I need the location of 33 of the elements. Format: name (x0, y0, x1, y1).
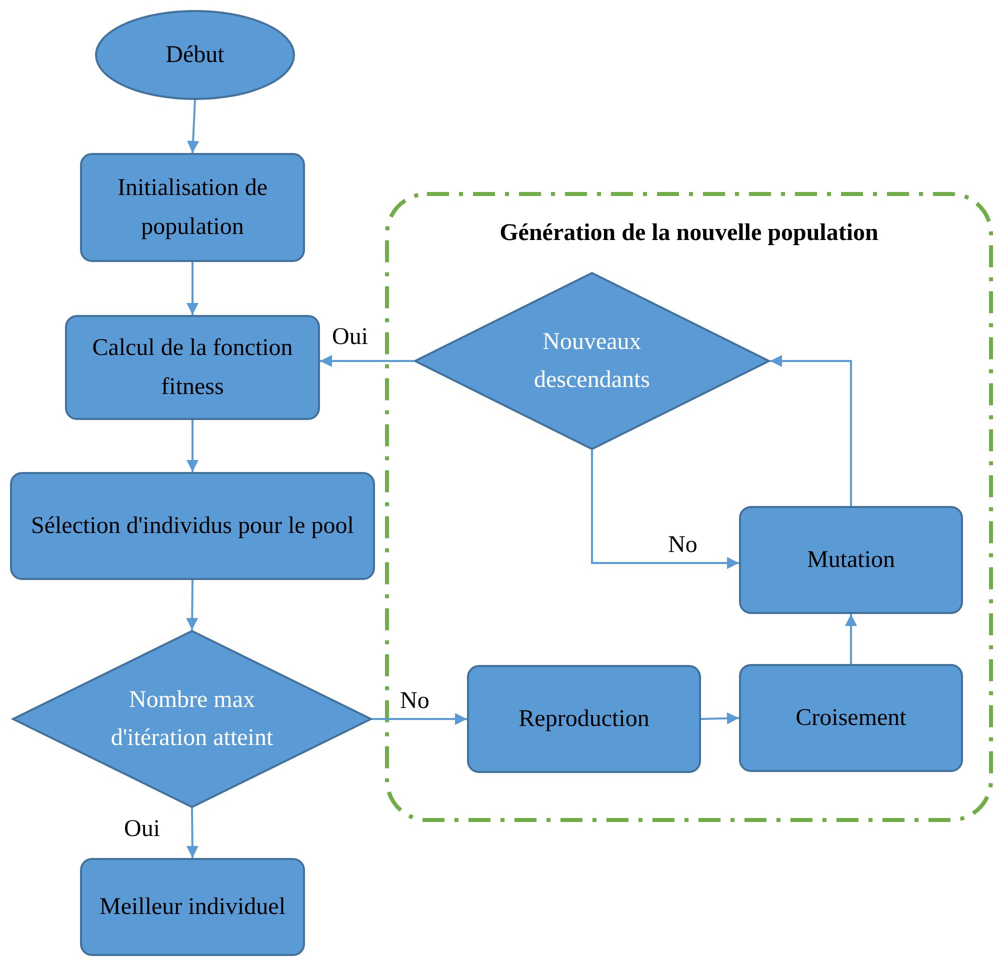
group-title: Génération de la nouvelle population (500, 219, 878, 248)
process-box (467, 665, 701, 773)
node-text: Nombre max d'itération atteint (110, 686, 274, 753)
arrow (372, 713, 467, 725)
decision-diamond (414, 272, 770, 450)
node-text: Calcul de la fonction fitness (91, 334, 294, 402)
decision-diamond (12, 630, 372, 808)
process-box (65, 315, 320, 420)
arrow (186, 420, 198, 472)
process-box (739, 506, 963, 614)
arrow (770, 355, 852, 506)
arrow (320, 355, 414, 367)
arrow (186, 808, 198, 858)
node-text: Sélection d'individus pour le pool (31, 512, 354, 541)
process-box (80, 858, 305, 956)
arrow (186, 262, 198, 315)
start-ellipse (95, 10, 295, 100)
arrow (845, 614, 857, 664)
node-text: Nouveaux descendants (533, 328, 651, 395)
group-frame (385, 192, 993, 822)
process-box (739, 664, 963, 772)
node-text: Reproduction (518, 704, 650, 734)
node-text: Mutation (807, 546, 895, 575)
arrow (186, 580, 198, 630)
node-text: Croisement (796, 704, 906, 733)
arrow (591, 450, 739, 569)
node-text: Meilleur individuel (100, 892, 286, 922)
process-box (80, 153, 305, 262)
arrow (700, 712, 740, 724)
process-box (10, 472, 375, 580)
node-text: Initialisation de population (116, 174, 268, 242)
node-text: Début (166, 40, 224, 70)
arrow (187, 100, 200, 154)
